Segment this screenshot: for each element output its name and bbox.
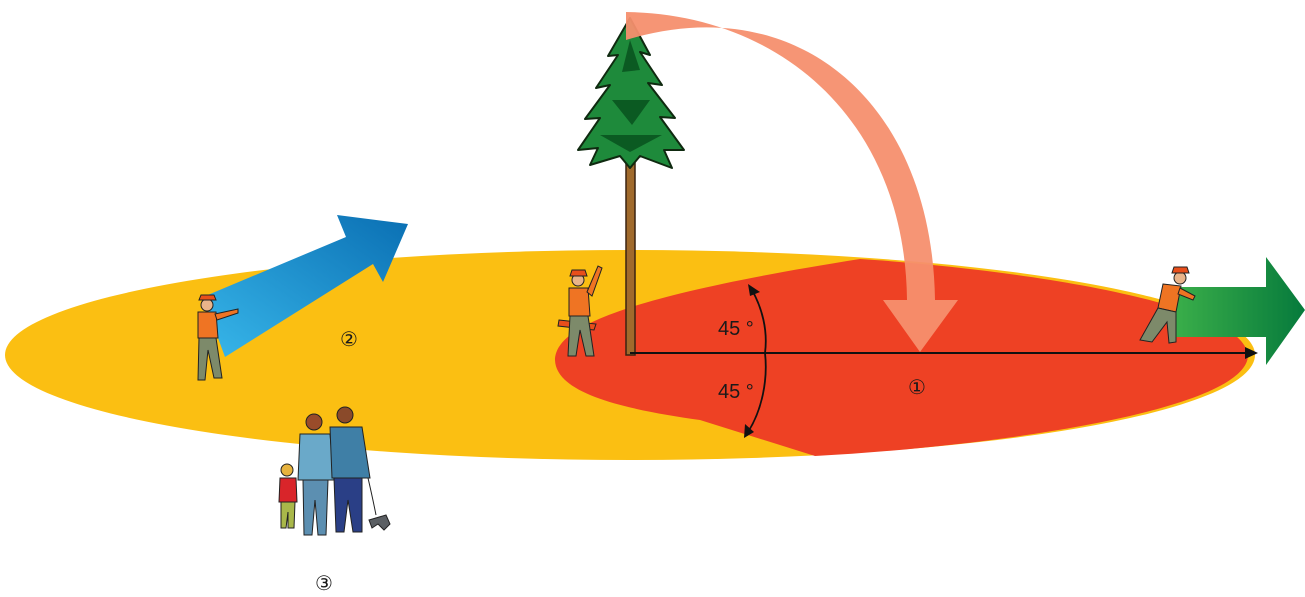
baseline-arrowhead <box>1245 347 1258 359</box>
family-bystanders-figure <box>278 406 391 536</box>
upper-angle-arrowhead <box>748 284 760 296</box>
tree-trunk <box>625 139 636 356</box>
lower-angle-arrowhead <box>744 424 754 438</box>
lower-angle-arc <box>747 352 767 433</box>
escaping-worker-figure <box>1139 266 1196 344</box>
zone-2-label: ② <box>340 329 358 351</box>
fall-direction-arrow <box>626 12 958 352</box>
upper-angle-arc <box>751 289 767 354</box>
blue-direction-arrow <box>203 215 408 357</box>
zone-1-label: ① <box>908 377 926 399</box>
zone-3-label: ③ <box>315 573 333 595</box>
upper-angle-label: 45 ° <box>718 318 754 340</box>
observer-worker-figure <box>197 294 239 381</box>
green-escape-arrow <box>1170 257 1305 365</box>
tree-crown <box>577 17 685 169</box>
feller-worker-figure <box>557 265 603 357</box>
danger-zone <box>555 259 1248 456</box>
lower-angle-label: 45 ° <box>718 381 754 403</box>
